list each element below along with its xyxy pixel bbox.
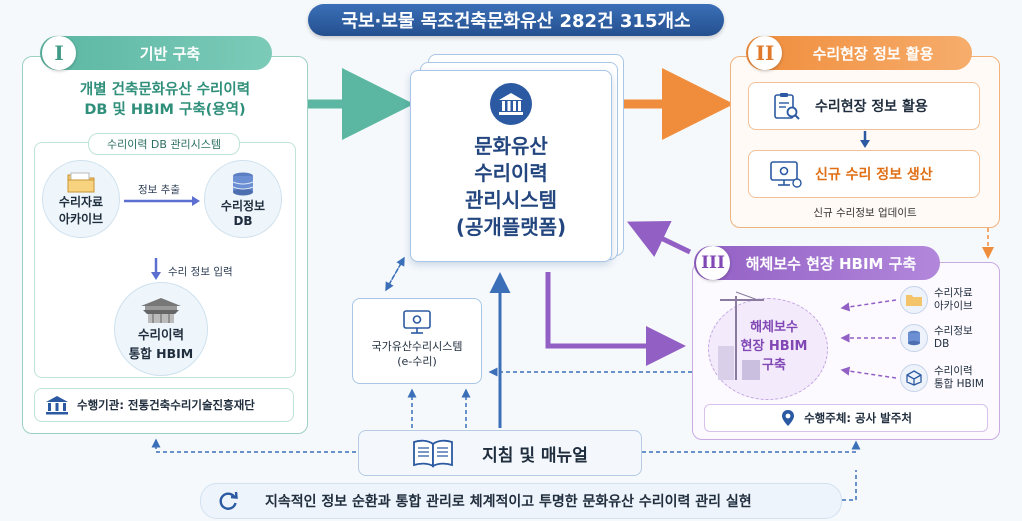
db-subsystem-label: 수리이력 DB 관리시스템 bbox=[88, 133, 240, 155]
section-i-header: I 기반 구축 bbox=[40, 36, 272, 70]
arrow-iii-to-center bbox=[626, 220, 692, 258]
clipboard-search-icon bbox=[774, 93, 800, 120]
temple-icon bbox=[141, 298, 181, 323]
dashed-feed-arrows bbox=[840, 299, 897, 379]
agency-box: 수행기관: 전통건축수리기술진흥재단 bbox=[34, 388, 294, 422]
arrow-down-ii bbox=[860, 131, 870, 148]
location-pin-icon bbox=[782, 410, 795, 426]
db-node: 수리정보 DB bbox=[204, 160, 282, 238]
site-info-box: 수리현장 정보 활용 bbox=[748, 82, 980, 130]
link-manual-to-i bbox=[151, 438, 356, 453]
section-ii-label: 수리현장 정보 활용 bbox=[812, 44, 934, 63]
section-i-label: 기반 구축 bbox=[139, 44, 201, 63]
arrow-center-to-iii bbox=[545, 272, 686, 366]
heritage-repair-system: 문화유산 수리이력 관리시스템 (공개플랫폼) bbox=[410, 70, 612, 262]
hbim-site-title: 해체보수 현장 HBIM 구축 bbox=[740, 320, 808, 373]
section-iii-label: 해체보수 현장 HBIM 구축 bbox=[745, 254, 917, 273]
footer-banner: 지속적인 정보 순환과 통합 관리로 체계적이고 투명한 문화유산 수리이력 관… bbox=[200, 483, 842, 519]
executor-box: 수행주체: 공사 발주처 bbox=[704, 404, 988, 432]
link-manual-to-iii bbox=[642, 440, 861, 453]
section-iii-header: III 해체보수 현장 HBIM 구축 bbox=[694, 246, 940, 280]
manual-box: 지침 및 매뉴얼 bbox=[358, 430, 642, 476]
roman-numeral-badge: II bbox=[748, 36, 782, 70]
link-center-esu bbox=[385, 257, 405, 292]
construction-crane-icon bbox=[718, 291, 764, 380]
roman-numeral-badge: I bbox=[42, 36, 76, 70]
hbim-node: 수리이력 통합 HBIM bbox=[114, 282, 208, 376]
database-icon bbox=[232, 172, 254, 195]
input-label: 수리 정보 입력 bbox=[168, 266, 233, 278]
folder-icon bbox=[67, 172, 95, 193]
monitor-icon bbox=[403, 310, 431, 334]
folder-icon bbox=[900, 286, 928, 314]
refresh-icon bbox=[219, 491, 238, 510]
e-su-system-box: 국가유산수리시스템 (e-수리) bbox=[352, 298, 482, 384]
system-title: 문화유산 수리이력 관리시스템 (공개플랫폼) bbox=[455, 134, 567, 239]
arrow-input bbox=[151, 258, 161, 280]
roman-numeral-badge: III bbox=[696, 246, 730, 280]
monitor-gear-icon bbox=[770, 161, 802, 188]
extract-label: 정보 추출 bbox=[138, 184, 180, 196]
archive-node: 수리자료 아카이브 bbox=[42, 160, 120, 238]
page-title: 국보·보물 목조건축문화유산 282건 315개소 bbox=[308, 4, 724, 36]
new-info-box: 신규 수리 정보 생산 bbox=[748, 150, 980, 198]
section-i-heading: 개별 건축문화유산 수리이력 DB 및 HBIM 구축(용역) bbox=[79, 82, 251, 118]
section-ii-header: II 수리현장 정보 활용 bbox=[746, 36, 972, 70]
cube-icon bbox=[900, 364, 928, 392]
museum-icon bbox=[490, 83, 532, 125]
database-icon bbox=[900, 324, 928, 352]
update-note: 신규 수리정보 업데이트 bbox=[813, 207, 917, 219]
arrow-extract bbox=[124, 196, 200, 206]
institution-icon bbox=[46, 396, 68, 415]
book-icon bbox=[413, 439, 454, 468]
